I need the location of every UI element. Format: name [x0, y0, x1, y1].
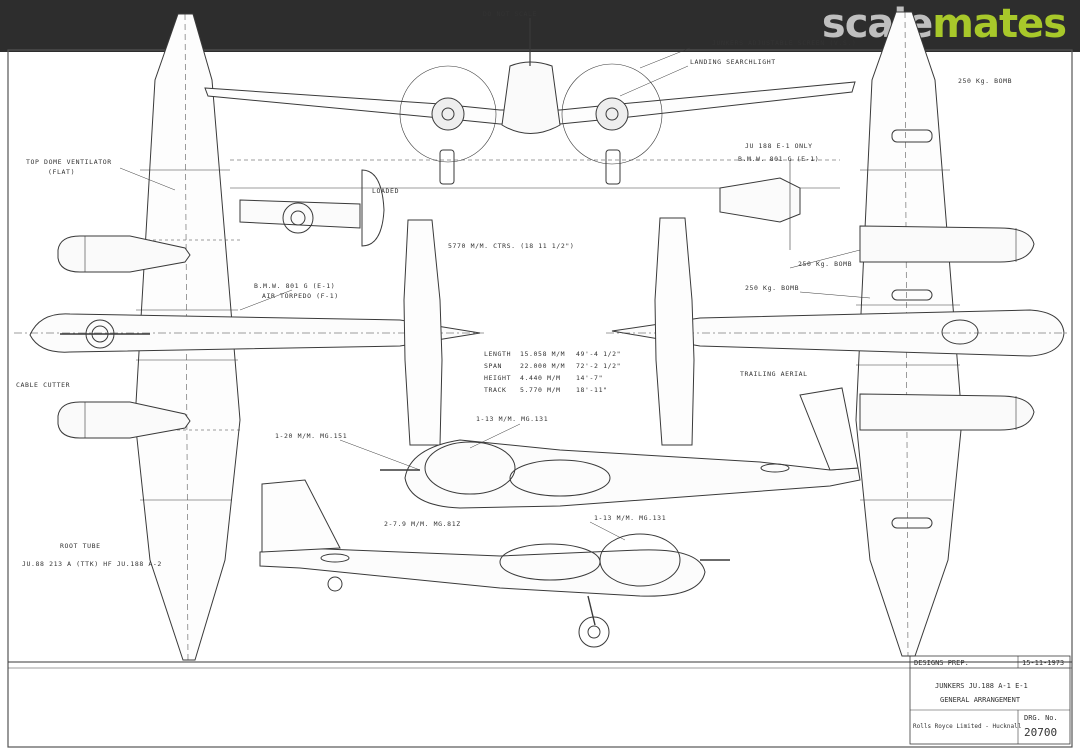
side-view-mid-fin — [799, 387, 859, 471]
side-view-lower-fuselage — [259, 547, 706, 597]
title-block-date: 15-11-1973 — [1022, 659, 1064, 667]
plan-view-right — [606, 11, 1070, 657]
front-view-prop-disc-left — [399, 65, 497, 163]
label-bmw-801: B.M.W. 801 G (E-1) — [738, 155, 819, 163]
front-view-gear-right — [605, 149, 621, 185]
front-view-prop-disc-right — [561, 63, 663, 165]
label-bomb-250-mid: 250 Kg. BOMB — [798, 260, 852, 268]
label-variants: JU.88 213 A (TTK) HF JU.188 A-2 — [22, 560, 162, 568]
front-view-gear-left — [439, 149, 455, 185]
side-view-lower-tailwheel — [327, 576, 343, 592]
right-plan-bombs — [891, 129, 933, 529]
dim-1-name: SPAN — [484, 362, 502, 370]
dim-1-imperial: 72'-2 1/2" — [576, 362, 621, 370]
left-plan-engine-lower — [57, 401, 191, 439]
engine-detail-left — [239, 169, 385, 247]
label-root-tube: ROOT TUBE — [60, 542, 101, 550]
label-flat: (FLAT) — [48, 168, 75, 176]
front-view-fuselage — [501, 61, 561, 134]
label-landing-searchlight: LANDING SEARCHLIGHT — [690, 58, 776, 66]
dim-2-metric: 4.440 M/M — [520, 374, 561, 382]
label-torpedo: AIR TORPEDO (F-1) — [262, 292, 339, 300]
label-mg81z: 2-7.9 M/M. MG.81Z — [384, 520, 461, 528]
dim-2-name: HEIGHT — [484, 374, 511, 382]
label-adjustable-screen: JUNKERS ADJUSTABLE SCREEN (V.S.) — [712, 39, 856, 47]
title-block-drawing-no-label: DRG. No. — [1024, 714, 1058, 722]
dim-0-name: LENGTH — [484, 350, 511, 358]
dim-0-imperial: 49'-4 1/2" — [576, 350, 621, 358]
label-mg131b: 1-13 M/M. MG.131 — [594, 514, 666, 522]
dim-1-metric: 22.000 M/M — [520, 362, 565, 370]
title-block-title2: GENERAL ARRANGEMENT — [940, 696, 1021, 704]
dim-0-metric: 15.058 M/M — [520, 350, 565, 358]
label-bomb-250-top: 250 Kg. BOMB — [958, 77, 1012, 85]
dim-3-metric: 5.770 M/M — [520, 386, 561, 394]
title-block-maker: Rolls Royce Limited - Hucknall — [913, 723, 1022, 730]
title-block-designer: DESIGNS PREP. — [914, 659, 969, 667]
label-track: 5770 M/M. CTRS. (18 11 1/2") — [448, 242, 574, 250]
title-block-drawing-no: 20700 — [1024, 726, 1057, 739]
label-header-note: DO NOT SCALE — [483, 10, 537, 18]
left-plan-engine-upper — [57, 235, 191, 273]
label-bomb-250-low: 250 Kg. BOMB — [745, 284, 799, 292]
drawing-labels: JUNKERS ADJUSTABLE SCREEN (V.S.) LANDING… — [16, 39, 1012, 568]
label-mg131: 1-13 M/M. MG.131 — [476, 415, 548, 423]
right-plan-tailplane — [654, 217, 695, 446]
right-plan-engine-upper — [859, 225, 1035, 263]
side-view-lower-wheel — [578, 616, 610, 648]
side-view-lower-fin — [261, 479, 341, 553]
right-plan-engine-lower — [859, 393, 1035, 431]
label-top-dome-ventilator: TOP DOME VENTILATOR — [26, 158, 112, 166]
title-block: DESIGNS PREP. 15-11-1973 JUNKERS JU.188 … — [909, 655, 1071, 745]
label-cable-cutter: CABLE CUTTER — [16, 381, 70, 389]
side-view-mid-canopy — [424, 441, 516, 495]
label-bmw-torpedo: B.M.W. 801 G (E-1) — [254, 282, 335, 290]
engine-detail-right — [719, 160, 801, 250]
front-view — [204, 18, 856, 189]
title-block-title1: JUNKERS JU.188 A-1 E-1 — [935, 682, 1028, 690]
dim-3-name: TRACK — [484, 386, 507, 394]
dim-2-imperial: 14'-7" — [576, 374, 603, 382]
side-view-lower — [259, 479, 730, 648]
label-ju188-only: JU 188 E-1 ONLY — [745, 142, 813, 150]
label-trailing-aerial: TRAILING AERIAL — [740, 370, 808, 378]
dim-3-imperial: 18'-11" — [576, 386, 608, 394]
leader-lines — [119, 47, 871, 541]
label-mg151: 1-20 M/M. MG.151 — [275, 432, 347, 440]
side-view-mid-fuselage — [404, 439, 861, 509]
sheet-border — [7, 49, 1073, 748]
plan-view-left — [14, 13, 484, 661]
dimensions-table: LENGTH 15.058 M/M 49'-4 1/2" SPAN 22.000… — [484, 350, 621, 394]
side-view-mid — [380, 387, 861, 509]
right-plan-canopy — [941, 319, 979, 345]
label-loaded: LOADED — [372, 187, 399, 195]
watermark-part2: mates — [932, 1, 1067, 47]
left-plan-tailplane — [403, 219, 443, 446]
